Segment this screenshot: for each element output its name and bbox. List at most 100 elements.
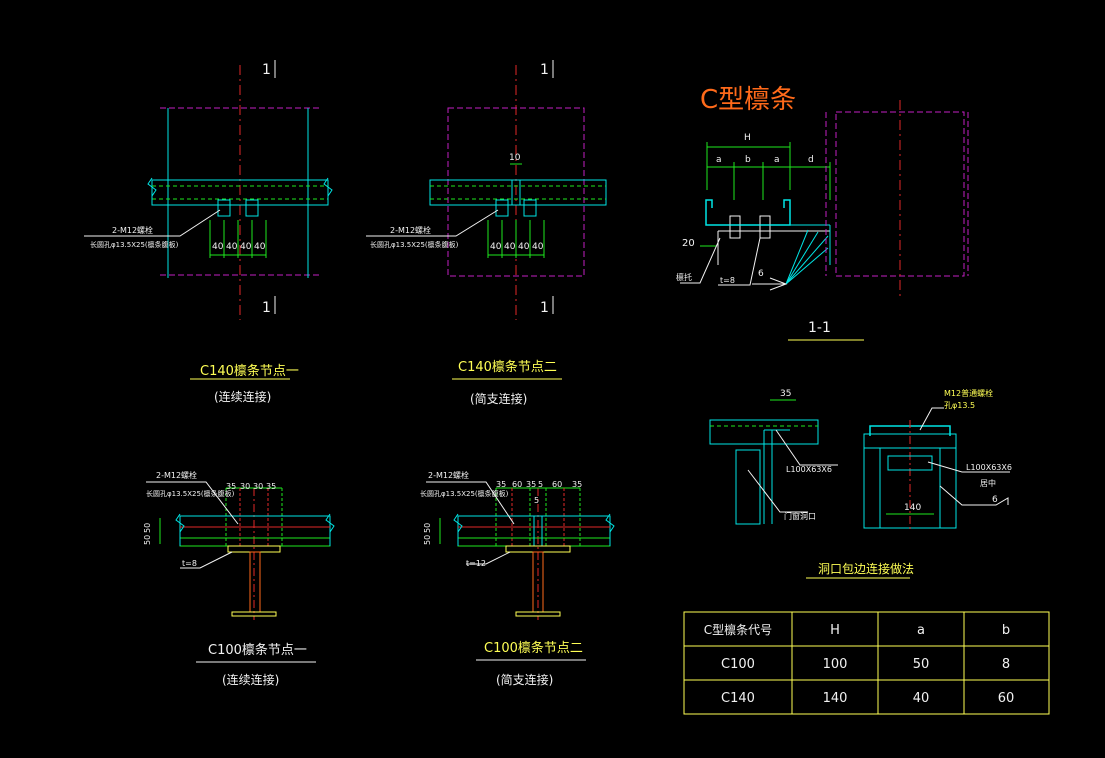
node3-dim-1: 35 xyxy=(226,482,236,491)
node2-subtitle: (简支连接) xyxy=(470,391,527,406)
node3-dim-2: 30 xyxy=(240,482,250,491)
op-dim-140: 140 xyxy=(904,503,921,513)
opening-title: 洞口包边连接做法 xyxy=(818,561,914,576)
node4-beam-flange xyxy=(515,611,561,617)
node3-break-left xyxy=(175,513,185,546)
node2-dim-1: 40 xyxy=(490,242,502,252)
node1-leader xyxy=(84,209,221,237)
c-purlin-section: C型檩条 H a b a d 20 檩托 t=8 6 xyxy=(676,85,969,341)
c-leader-plate xyxy=(680,237,721,284)
op-label-l100-left: L100X63X6 xyxy=(786,465,832,474)
table-cell-r2-c3: 40 xyxy=(913,691,930,706)
spec-table: C型檩条代号 H a b C100 100 50 8 C140 140 40 6… xyxy=(683,611,1050,715)
op-leader-bolt xyxy=(919,407,944,431)
table-cell-r1-c3: 50 xyxy=(913,657,930,672)
node4-title: C100檩条节点二 xyxy=(484,640,583,656)
node4-bolt-label: 2-M12螺栓 xyxy=(428,470,469,480)
node1-purlin xyxy=(151,179,329,206)
table-cell-r2-c1: C140 xyxy=(721,691,755,706)
node4-leader xyxy=(426,481,515,525)
node3-bolt-label: 2-M12螺栓 xyxy=(156,470,197,480)
table-frame xyxy=(683,611,1050,715)
node4-side-dim-2: 50 xyxy=(423,535,432,545)
node1-bolt-2 xyxy=(245,199,259,217)
table-header-code: C型檩条代号 xyxy=(704,622,772,637)
table-header-b: b xyxy=(1002,623,1010,638)
node4-dim-5: 60 xyxy=(552,480,562,489)
node2-section-top: 1 xyxy=(540,62,549,78)
c-dim-d: d xyxy=(808,155,814,165)
node1-break-left xyxy=(147,177,157,205)
node1-dim-3: 40 xyxy=(240,242,252,252)
node1-bolt-1 xyxy=(217,199,231,217)
table-header-H: H xyxy=(830,623,840,638)
node3-side-dim-1: 50 xyxy=(143,523,152,533)
c-section-label: 1-1 xyxy=(808,320,831,336)
node1-bolt-label: 2-M12螺栓 xyxy=(112,225,153,235)
node2-dim-2: 40 xyxy=(504,242,516,252)
node2-dim-4: 40 xyxy=(532,242,544,252)
c-weld-arrow-3 xyxy=(785,235,829,285)
c-bolt-1 xyxy=(729,215,741,239)
op-label-bolt-right: M12普通螺栓 xyxy=(944,388,993,398)
node1-title: C140檩条节点一 xyxy=(200,363,299,379)
op-dim-35: 35 xyxy=(780,389,791,399)
table-cell-r1-c4: 8 xyxy=(1002,657,1010,672)
node1-dim-1: 40 xyxy=(212,242,224,252)
c-purlin-title: C型檩条 xyxy=(700,85,796,115)
c-weld-arrow-2 xyxy=(785,231,819,285)
op-leader-support xyxy=(747,469,808,513)
c-bolt-2 xyxy=(759,215,771,239)
node1-detail: 40 40 40 40 2-M12螺栓 长圆孔φ13.5X25(檩条腹板) 1 … xyxy=(84,60,333,404)
c-dim-20: 20 xyxy=(682,238,695,249)
node4-dim-3: 35 xyxy=(526,480,536,489)
c-dim-a1: a xyxy=(716,155,722,165)
table-cell-r1-c2: 100 xyxy=(823,657,848,672)
table-cell-r2-c4: 60 xyxy=(998,691,1015,706)
node2-dim-3: 40 xyxy=(518,242,530,252)
node4-detail: 35 60 35 5 60 35 5 50 50 2-M12螺栓 长圆孔φ13.… xyxy=(420,470,615,687)
node2-bolt-2 xyxy=(523,199,537,217)
node1-dim-4: 40 xyxy=(254,242,266,252)
node3-break-right xyxy=(325,513,335,546)
node2-purlin xyxy=(429,179,607,206)
op-label-support: 门窗洞口 xyxy=(784,511,816,521)
node2-leader xyxy=(366,209,499,237)
node2-bolt-label: 2-M12螺栓 xyxy=(390,225,431,235)
c-dim-b: b xyxy=(745,155,751,165)
op-label-l100-right: L100X63X6 xyxy=(966,463,1012,472)
node2-hole-label: 长圆孔φ13.5X25(檩条腹板) xyxy=(370,240,459,249)
node2-title: C140檩条节点二 xyxy=(458,359,557,375)
op-label-both-sides: 居中 xyxy=(980,478,996,488)
op-leader-l100-right xyxy=(927,461,1010,473)
c-leader-t8 xyxy=(718,237,761,286)
node3-beam-flange xyxy=(231,611,277,617)
node4-break-left xyxy=(453,513,463,546)
op-weld-size: 6 xyxy=(992,495,998,505)
node3-detail: 35 30 30 35 50 50 2-M12螺栓 长圆孔φ13.5X25(檩条… xyxy=(143,470,335,687)
node3-dim-3: 30 xyxy=(253,482,263,491)
c-dim-a2: a xyxy=(774,155,780,165)
node4-dim-4: 5 xyxy=(538,480,543,489)
c-weld-arrow-1 xyxy=(785,229,809,285)
node4-gap-dim: 5 xyxy=(534,496,539,505)
node3-subtitle: (连续连接) xyxy=(222,672,279,687)
node3-hole-label: 长圆孔φ13.5X25(檩条腹板) xyxy=(146,489,235,498)
table-header-a: a xyxy=(917,623,925,638)
op-post-left xyxy=(735,449,761,525)
node4-dim-1: 35 xyxy=(496,480,506,489)
node4-hole-label: 长圆孔φ13.5X25(檩条腹板) xyxy=(420,489,509,498)
node3-leader xyxy=(146,481,239,525)
node2-gap-dim: 10 xyxy=(509,153,521,163)
node1-section-bottom: 1 xyxy=(262,300,271,316)
node4-dim-2: 60 xyxy=(512,480,522,489)
node2-detail: 10 40 40 40 40 2-M12螺栓 长圆孔φ13.5X25(檩条腹板)… xyxy=(366,60,607,406)
c-weld-arrow-4 xyxy=(785,247,829,285)
node4-plate-leader xyxy=(466,551,511,565)
op-label-hole-right: 孔φ13.5 xyxy=(944,401,975,410)
node2-column xyxy=(447,107,585,277)
node4-subtitle: (简支连接) xyxy=(496,672,553,687)
c-label-t8: t=8 xyxy=(720,276,735,285)
node3-plate-leader xyxy=(180,551,233,569)
